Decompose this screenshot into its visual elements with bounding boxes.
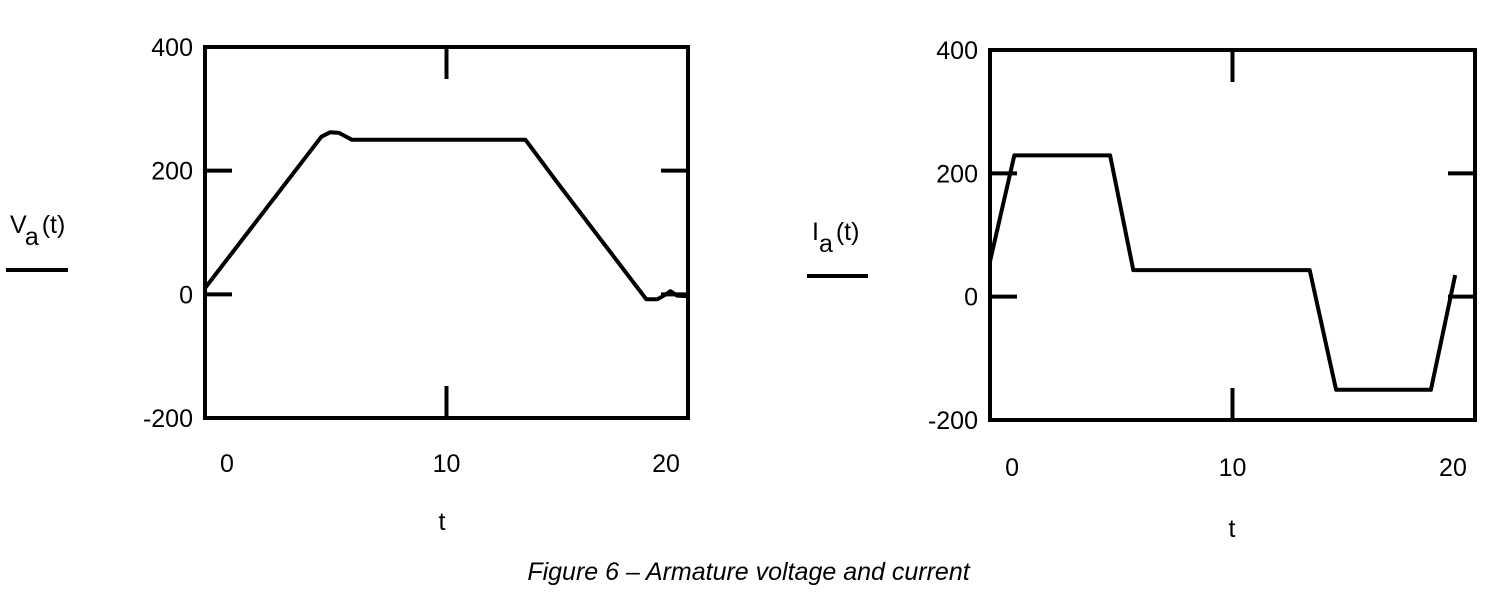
chart2-xtick-label: 20 <box>1439 454 1467 482</box>
chart1-ytick-label: 0 <box>179 281 193 309</box>
chart1-ytick-label: 200 <box>151 158 193 186</box>
chart1-plot-frame <box>203 45 690 420</box>
chart2-ytick-label: 0 <box>964 284 978 312</box>
chart2-series-line <box>988 153 1458 392</box>
chart1-xtick-label: 20 <box>652 450 680 478</box>
chart2-ytick-label: 200 <box>936 160 978 188</box>
chart2-ytick-label: -200 <box>928 407 978 435</box>
chart1-ytick-label: 400 <box>151 34 193 62</box>
chart2-xtick-label: 0 <box>1005 454 1019 482</box>
chart2-ylabel: Ia(t) <box>812 218 859 258</box>
chart1-xtick-label: 0 <box>220 450 234 478</box>
chart1-ytick-label: -200 <box>143 405 193 433</box>
figure-caption: Figure 6 – Armature voltage and current <box>527 558 970 586</box>
chart2-plot-frame <box>988 48 1477 422</box>
chart1-xlabel: t <box>439 508 446 536</box>
chart1-series-line <box>203 130 689 302</box>
chart1-ylabel: Va(t) <box>10 211 65 251</box>
chart2-xtick-label: 10 <box>1219 454 1247 482</box>
chart2-ytick-label: 400 <box>936 37 978 65</box>
chart1-xtick-label: 10 <box>433 450 461 478</box>
chart2-xlabel: t <box>1229 515 1236 543</box>
